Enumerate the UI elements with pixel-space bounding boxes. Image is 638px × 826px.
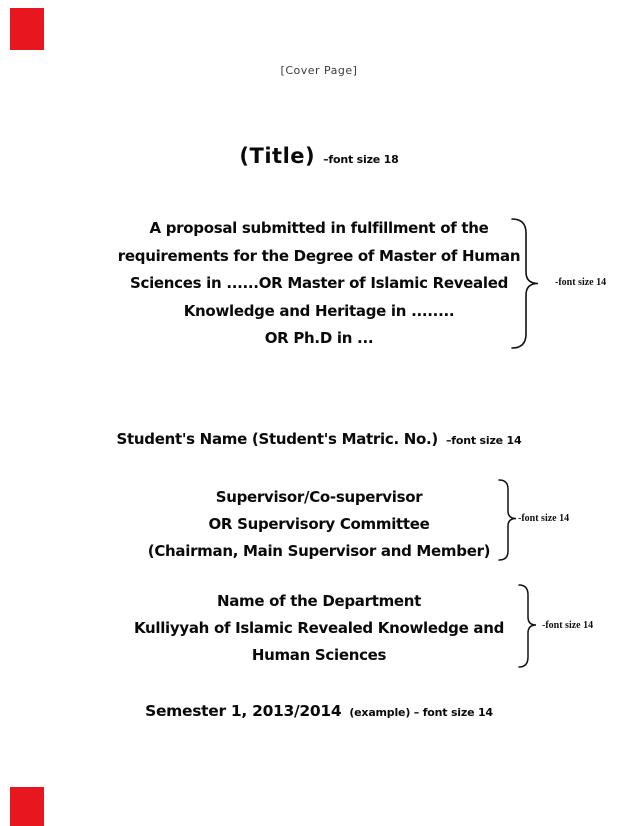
proposal-statement: A proposal submitted in fulfillment of t… [0,215,638,353]
supervisor-block: Supervisor/Co-supervisor OR Supervisory … [0,484,638,565]
red-corner-mark-bottom [10,787,44,826]
department-line: Kulliyyah of Islamic Revealed Knowledge … [133,619,505,637]
proposal-font-size-annotation: -font size 14 [555,277,607,288]
proposal-line: requirements for the Degree of Master of… [117,246,521,265]
supervisor-line: Supervisor/Co-supervisor [215,488,423,506]
title-line: (Title) –font size 18 [0,144,638,168]
student-font-size-annotation: –font size 14 [445,434,522,447]
semester-font-size-annotation: (example) – font size 14 [349,706,493,719]
semester-line: Semester 1, 2013/2014 (example) – font si… [0,702,638,720]
title-placeholder: (Title) [239,144,316,168]
proposal-line: A proposal submitted in fulfillment of t… [149,219,489,237]
department-line: Name of the Department [216,592,422,610]
department-line: Human Sciences [251,646,387,664]
proposal-line: Knowledge and Heritage in ........ [183,301,455,320]
semester-text: Semester 1, 2013/2014 [145,702,342,720]
department-block: Name of the Department Kulliyyah of Isla… [0,588,638,669]
department-font-size-annotation: -font size 14 [542,620,594,631]
proposal-line: OR Ph.D in ... [264,329,374,347]
proposal-line: Sciences in ......OR Master of Islamic R… [129,274,509,292]
title-font-size-annotation: –font size 18 [323,153,399,166]
supervisor-line: OR Supervisory Committee [208,515,430,533]
curly-brace-department [517,583,538,669]
student-name-line: Student's Name (Student's Matric. No.) –f… [0,430,638,448]
curly-brace-supervisor [497,478,518,562]
supervisor-font-size-annotation: -font size 14 [518,513,570,524]
curly-brace-proposal [510,217,540,350]
student-name-placeholder: Student's Name (Student's Matric. No.) [116,430,439,448]
page-label: [Cover Page] [280,64,358,77]
supervisor-line: (Chairman, Main Supervisor and Member) [147,542,491,560]
red-corner-mark-top [10,8,44,50]
